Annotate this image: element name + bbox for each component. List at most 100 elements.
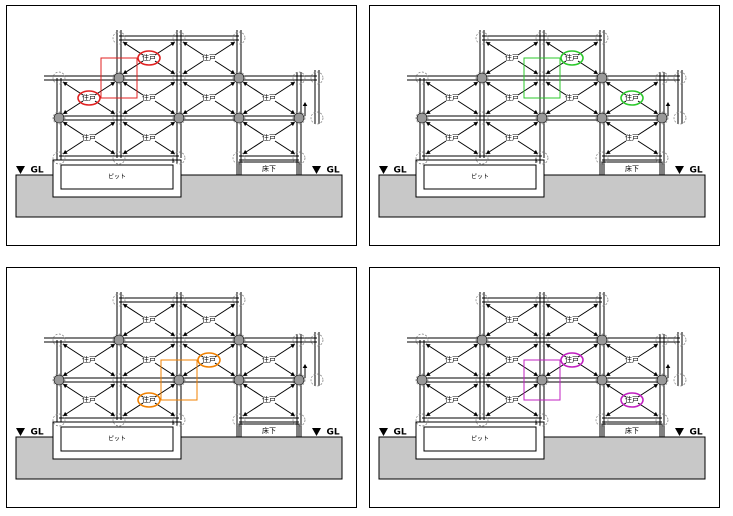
pit-label: ピット xyxy=(108,174,126,181)
joint-circle xyxy=(172,413,186,427)
dwelling-unit: 住戸 xyxy=(243,384,295,416)
air-arrow-head xyxy=(170,122,175,127)
air-arrow-head xyxy=(486,344,491,349)
air-arrow-line xyxy=(125,140,144,153)
underfloor-label: 床下 xyxy=(625,426,639,435)
joint-circle xyxy=(52,413,66,427)
joint-circle xyxy=(172,373,186,387)
joint-circle xyxy=(475,111,489,125)
air-arrow-line xyxy=(94,123,113,136)
dwelling-unit: 住戸 xyxy=(63,344,115,376)
unit-label: 住戸 xyxy=(625,395,639,404)
air-arrow-head xyxy=(533,371,538,376)
air-arrow-head xyxy=(170,109,175,114)
joint-circle xyxy=(232,333,246,347)
air-arrow-line xyxy=(245,402,264,415)
joint-circle xyxy=(673,333,687,347)
air-arrow-line xyxy=(488,322,507,335)
air-arrow-head xyxy=(593,344,598,349)
air-arrow-head xyxy=(123,371,128,376)
air-arrow-line xyxy=(185,60,204,73)
joint-circle xyxy=(595,333,609,347)
joint-circle xyxy=(232,373,246,387)
dwelling-unit: 住戸 xyxy=(183,82,235,114)
air-arrow-head xyxy=(593,371,598,376)
joint-circle xyxy=(595,151,609,165)
gl-triangle xyxy=(379,166,388,174)
joint-circle xyxy=(475,293,489,307)
air-arrow-line xyxy=(214,305,233,318)
air-arrow-head xyxy=(243,411,248,416)
air-arrow-head xyxy=(170,304,175,309)
air-arrow-head xyxy=(606,371,611,376)
air-arrow-head xyxy=(593,42,598,47)
air-arrow-line xyxy=(457,123,476,136)
joint-circle xyxy=(595,413,609,427)
air-arrow-line xyxy=(428,140,447,153)
air-arrow-head xyxy=(486,122,491,127)
joint-circle xyxy=(172,151,186,165)
dwelling-unit: 住戸 xyxy=(183,304,235,336)
unit-label: 住戸 xyxy=(445,395,459,404)
air-arrow-line xyxy=(94,402,113,415)
air-arrow-head xyxy=(593,69,598,74)
air-arrow-line xyxy=(517,385,536,398)
unit-label: 住戸 xyxy=(262,355,276,364)
air-arrow-line xyxy=(488,100,507,113)
air-arrow-head xyxy=(533,122,538,127)
air-arrow-line xyxy=(125,83,144,96)
dwelling-unit: 住戸 xyxy=(243,82,295,114)
unit-label: 住戸 xyxy=(565,93,579,102)
air-arrow-head xyxy=(653,149,658,154)
unit-label: 住戸 xyxy=(505,395,519,404)
air-arrow-head xyxy=(486,384,491,389)
air-arrow-head xyxy=(473,384,478,389)
air-arrow-head xyxy=(110,109,115,114)
air-arrow-head xyxy=(426,149,431,154)
highlight-circle xyxy=(620,90,644,106)
pit-label: ピット xyxy=(471,174,489,181)
gl-label: GL xyxy=(326,428,339,438)
air-arrow-head xyxy=(593,304,598,309)
air-arrow-line xyxy=(428,100,447,113)
gl-label: GL xyxy=(30,428,43,438)
air-arrow-line xyxy=(517,123,536,136)
air-arrow-head xyxy=(123,331,128,336)
air-arrow-head xyxy=(290,122,295,127)
air-arrow-head xyxy=(123,304,128,309)
air-arrow-head xyxy=(183,82,188,87)
joint-circle xyxy=(52,151,66,165)
unit-label: 住戸 xyxy=(262,93,276,102)
air-arrow-head xyxy=(486,304,491,309)
joint-circle xyxy=(655,413,669,427)
air-arrow-head xyxy=(486,331,491,336)
joint-filled xyxy=(113,72,125,84)
air-arrow-head xyxy=(290,82,295,87)
joint-circle xyxy=(292,373,306,387)
joint-circle xyxy=(112,293,126,307)
dwelling-unit: 住戸 xyxy=(486,42,538,74)
air-arrow-line xyxy=(457,385,476,398)
air-arrow-head xyxy=(170,149,175,154)
air-arrow-head xyxy=(606,82,611,87)
unit-label: 住戸 xyxy=(625,93,639,102)
air-arrow-head xyxy=(486,411,491,416)
unit-label: 住戸 xyxy=(445,93,459,102)
air-arrow-head xyxy=(243,371,248,376)
underfloor-label: 床下 xyxy=(262,164,276,173)
air-arrow-line xyxy=(274,385,293,398)
unit-label: 住戸 xyxy=(565,355,579,364)
air-arrow-line xyxy=(488,362,507,375)
pit-box xyxy=(60,164,174,190)
joint-circle xyxy=(310,71,324,85)
air-arrow-head xyxy=(110,122,115,127)
joint-filled xyxy=(416,112,428,124)
air-arrow-head xyxy=(183,304,188,309)
air-arrow-head xyxy=(290,149,295,154)
unit-label: 住戸 xyxy=(142,53,156,62)
pit-label: ピット xyxy=(108,436,126,443)
air-arrow-head xyxy=(606,149,611,154)
air-arrow-line xyxy=(125,345,144,358)
